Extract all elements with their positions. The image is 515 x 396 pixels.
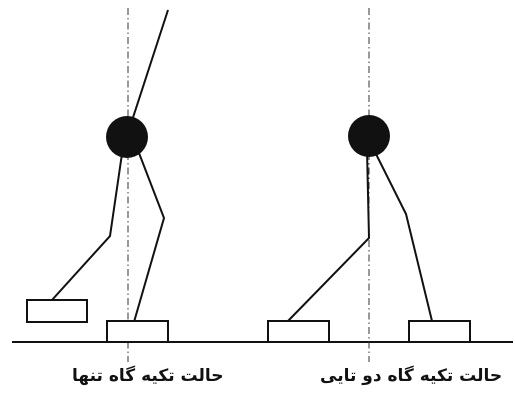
left-grounded-foot — [106, 320, 169, 343]
double-support-panel — [267, 8, 471, 362]
left-swing-leg — [51, 139, 125, 301]
left-trunk-line — [126, 9, 169, 137]
right-rear-leg — [287, 149, 371, 322]
left-lifted-foot — [26, 299, 88, 323]
right-front-leg — [373, 149, 433, 322]
single-support-panel — [26, 8, 169, 362]
left-hip-joint — [106, 116, 148, 158]
single-support-caption: حالت تکیه گاه تنها — [72, 366, 224, 386]
double-support-caption: حالت تکیه گاه دو تایی — [320, 366, 503, 386]
left-stance-leg — [133, 139, 166, 323]
right-hip-joint — [348, 115, 390, 157]
right-front-foot — [408, 320, 471, 343]
right-rear-foot — [267, 320, 330, 343]
